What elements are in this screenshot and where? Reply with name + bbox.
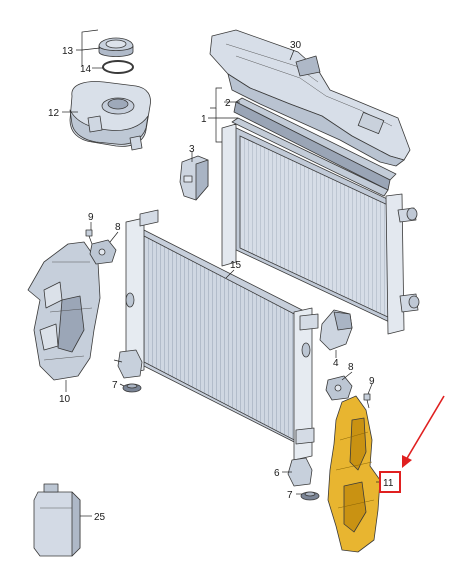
callout-labels: 13 14 12 30 2 1 3 9 8 15 4 8 9 7 10 6 7 … (48, 40, 375, 523)
coolant-canister-part (33, 483, 81, 557)
expansion-tank-part (69, 81, 151, 151)
bolt-9-right-part (363, 393, 371, 409)
bolt-9-left-part (85, 229, 93, 245)
callout-8-right: 8 (348, 362, 354, 373)
callout-13: 13 (62, 46, 74, 57)
front-radiator-part (125, 209, 319, 461)
callout-7-left: 7 (112, 380, 118, 391)
callout-14: 14 (80, 64, 92, 75)
callout-3: 3 (189, 144, 195, 155)
red-pointer-arrow (402, 395, 445, 468)
clip-8-right-part (325, 375, 353, 401)
leader-lines (62, 29, 380, 517)
bracket-3-part (179, 155, 209, 201)
seal-strip-part (231, 97, 397, 197)
air-guide-upper-part (209, 29, 411, 167)
callout-9-left: 9 (88, 212, 94, 223)
callout-11-marker: 11 (379, 471, 401, 493)
callout-11: 11 (383, 478, 394, 489)
rubber-mount-7a-part (122, 383, 142, 393)
air-guide-left-part (27, 241, 101, 381)
callout-8-left: 8 (115, 222, 121, 233)
callout-2: 2 (225, 98, 231, 109)
tank-cap-part (98, 37, 134, 57)
callout-10: 10 (59, 394, 71, 405)
callout-1: 1 (201, 114, 207, 125)
rear-radiator-part (221, 123, 420, 335)
callout-15: 15 (230, 260, 242, 271)
mount-6-part (287, 457, 313, 487)
callout-30: 30 (290, 40, 302, 51)
callout-6: 6 (274, 468, 280, 479)
callout-9-right: 9 (369, 376, 375, 387)
callout-7-right: 7 (287, 490, 293, 501)
callout-25: 25 (94, 512, 106, 523)
bracket-4-part (319, 309, 353, 351)
clip-8-left-part (89, 239, 117, 265)
o-ring-part (102, 60, 134, 74)
rubber-mount-7b-part (300, 491, 320, 501)
mount-5-part (117, 349, 143, 379)
callout-4: 4 (333, 358, 339, 369)
callout-12: 12 (48, 108, 60, 119)
air-guide-11-highlighted-part (327, 395, 381, 553)
